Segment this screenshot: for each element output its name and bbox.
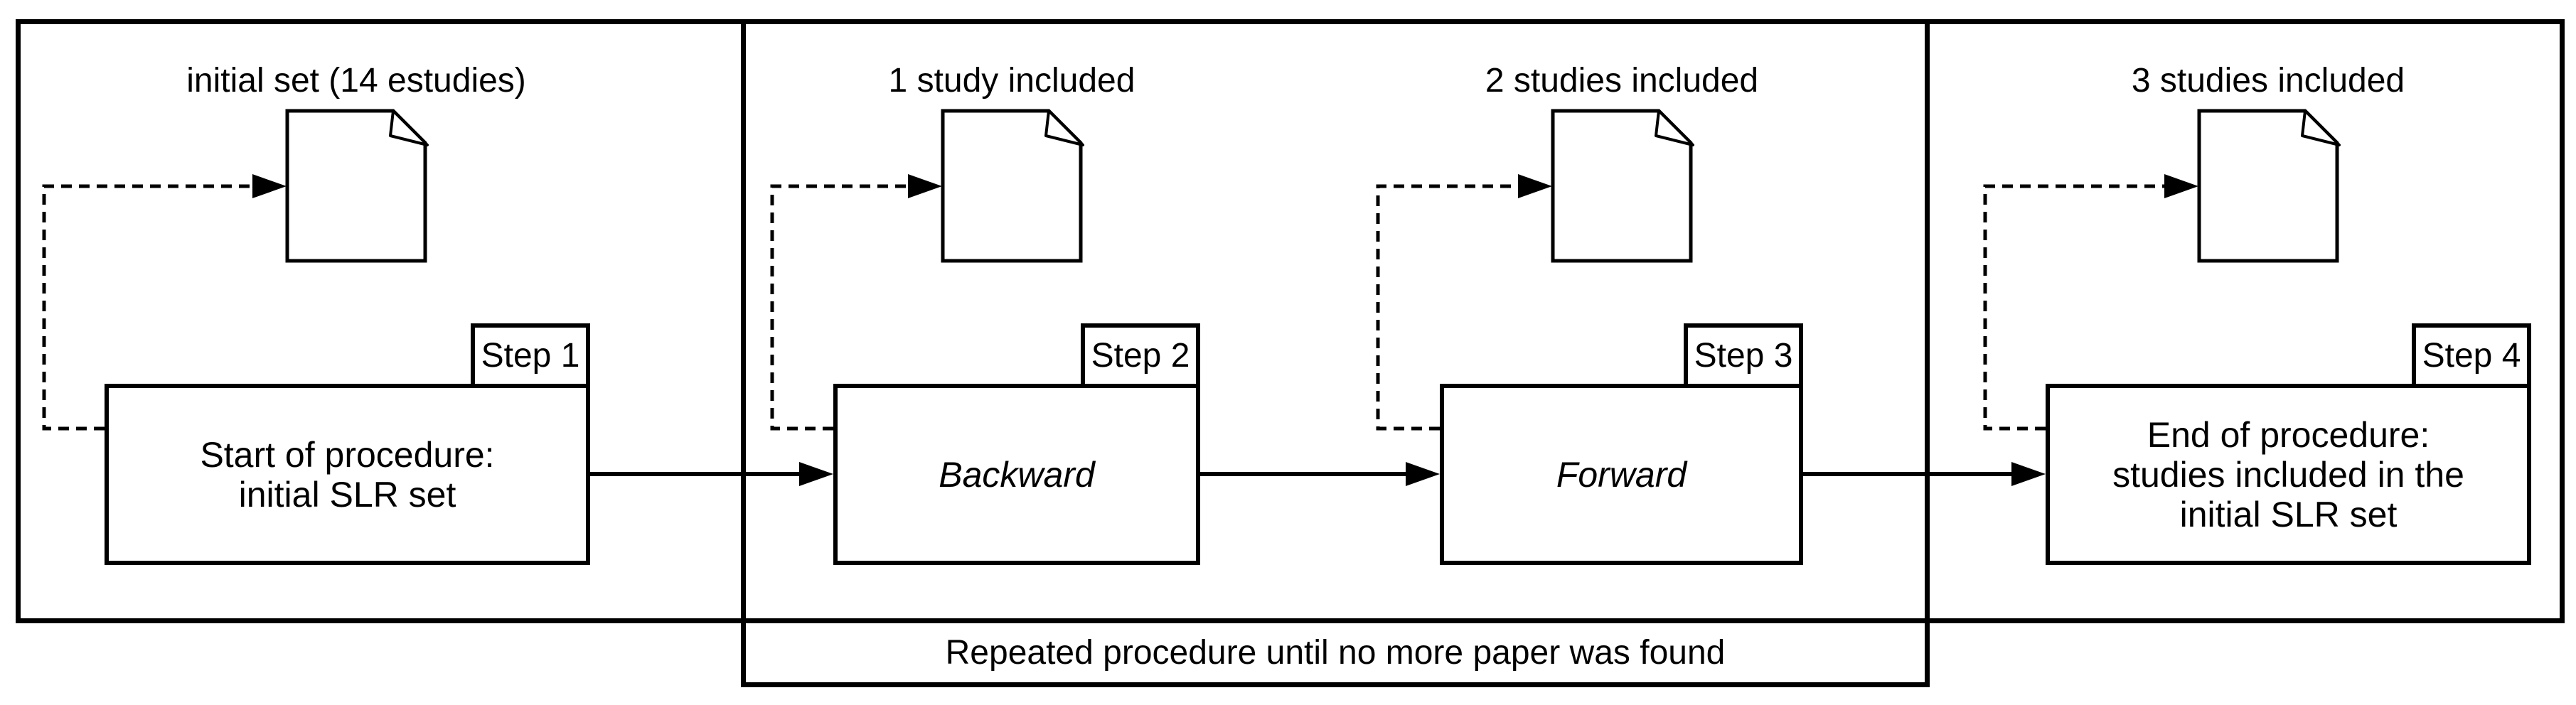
doc-label-step2: 1 study included [888,62,1135,99]
step-3-box: Forward [1440,384,1803,565]
step-1-box: Start of procedure: initial SLR set [105,384,590,565]
feedback-connector-step2 [770,174,942,431]
flow-arrow-step2-step3 [1200,462,1440,486]
repeat-caption-text: Repeated procedure until no more paper w… [945,634,1726,672]
document-icon [285,109,429,263]
flow-arrow-step3-step4 [1803,462,2046,486]
step-4-tag: Step 4 [2412,323,2531,388]
document-icon [1551,109,1694,263]
flow-arrow-step1-step2 [590,462,833,486]
step-3-tag: Step 3 [1684,323,1803,388]
step-1-tag: Step 1 [471,323,590,388]
feedback-connector-step4 [1983,174,2198,431]
document-icon [941,109,1084,263]
repeat-caption-box: Repeated procedure until no more paper w… [741,623,1930,687]
feedback-connector-step1 [42,174,287,431]
panel-final-set [1925,19,2565,623]
step-2-tag: Step 2 [1081,323,1200,388]
doc-label-step4: 3 studies included [2131,62,2405,99]
step-2-box: Backward [833,384,1200,565]
feedback-connector-step3 [1376,174,1552,431]
step-4-box: End of procedure: studies included in th… [2046,384,2531,565]
doc-label-step3: 2 studies included [1485,62,1759,99]
doc-label-initial-set: initial set (14 estudies) [186,62,526,99]
document-icon [2197,109,2341,263]
